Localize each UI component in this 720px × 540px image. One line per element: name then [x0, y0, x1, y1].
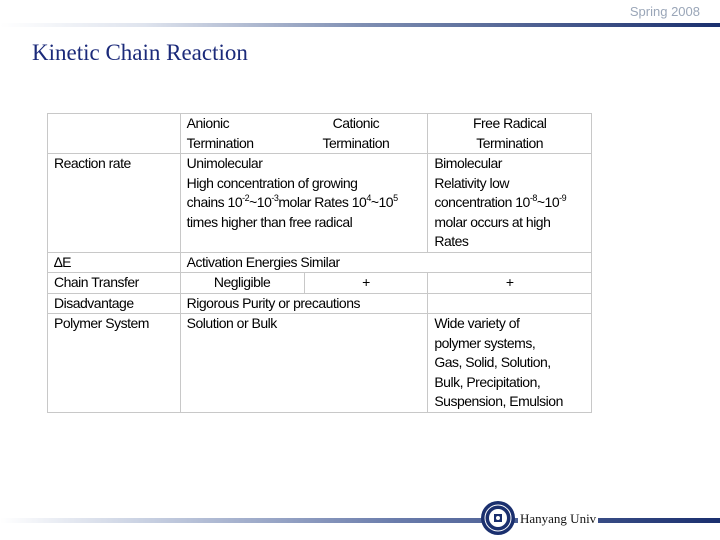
anionic-header: Anionic Termination — [187, 114, 254, 153]
comparison-table: Anionic Termination Cationic Termination… — [47, 113, 593, 413]
chain-transfer-cationic: + — [303, 272, 429, 294]
polymer-system-free-radical: Wide variety of polymer systems, Gas, So… — [427, 313, 592, 413]
reaction-rate-fr-line3: concentration 10-8~10-9 — [434, 193, 567, 211]
university-name: Hanyang Univ — [518, 511, 599, 527]
cationic-header-line2: Termination — [322, 134, 390, 151]
chain-transfer-free-radical: + — [427, 272, 592, 294]
cationic-header: Cationic Termination — [322, 114, 421, 153]
table-row-polymer-system: Polymer System Solution or Bulk Wide var… — [47, 313, 592, 413]
university-seal-icon — [481, 501, 515, 535]
cationic-header-line1: Cationic — [332, 115, 380, 131]
header-date: Spring 2008 — [629, 4, 700, 19]
free-radical-header-line1: Free Radical — [472, 115, 547, 131]
table-header-row: Anionic Termination Cationic Termination… — [47, 113, 592, 154]
polymer-fr-line4: Bulk, Precipitation, — [434, 373, 541, 390]
reaction-rate-ionic-line4: times higher than free radical — [186, 213, 353, 230]
free-radical-header: Free Radical Termination — [427, 113, 592, 154]
reaction-rate-ionic-line1: Unimolecular — [186, 155, 263, 171]
row-label-chain-transfer: Chain Transfer — [47, 272, 181, 294]
reaction-rate-ionic: Unimolecular High concentration of growi… — [179, 153, 429, 253]
reaction-rate-ionic-line2: High concentration of growing — [186, 174, 358, 191]
polymer-fr-line3: Gas, Solid, Solution, — [434, 354, 551, 370]
polymer-fr-line1: Wide variety of — [434, 315, 520, 331]
bottom-divider — [0, 518, 720, 523]
disadvantage-free-radical — [427, 292, 592, 314]
reaction-rate-free-radical: Bimolecular Relativity low concentration… — [427, 153, 592, 253]
empty-header-cell — [47, 113, 181, 154]
table-row-reaction-rate: Reaction rate Unimolecular High concentr… — [47, 153, 592, 253]
reaction-rate-fr-line5: Rates — [434, 233, 469, 249]
polymer-system-ionic: Solution or Bulk — [179, 313, 429, 413]
reaction-rate-ionic-line3: chains 10-2~10-3molar Rates 104~105 — [186, 193, 398, 211]
ionic-header-cell: Anionic Termination Cationic Termination — [179, 113, 429, 154]
table-row-chain-transfer: Chain Transfer Negligible + + — [47, 272, 592, 294]
slide-title: Kinetic Chain Reaction — [32, 40, 248, 65]
free-radical-header-line2: Termination — [476, 134, 544, 151]
delta-e-value: Activation Energies Similar — [179, 251, 593, 273]
row-label-polymer-system: Polymer System — [47, 313, 181, 413]
table-row-disadvantage: Disadvantage Rigorous Purity or precauti… — [47, 292, 592, 314]
anionic-header-line2: Termination — [186, 134, 254, 151]
reaction-rate-fr-line2: Relativity low — [434, 174, 510, 191]
row-label-disadvantage: Disadvantage — [47, 292, 181, 314]
anionic-header-line1: Anionic — [186, 115, 230, 131]
chain-transfer-anionic: Negligible — [179, 272, 305, 294]
row-label-reaction-rate: Reaction rate — [47, 153, 181, 253]
table-row-delta-e: ∆E Activation Energies Similar — [47, 251, 593, 273]
disadvantage-value: Rigorous Purity or precautions — [179, 292, 429, 314]
polymer-fr-line2: polymer systems, — [434, 334, 536, 351]
row-label-delta-e: ∆E — [47, 251, 181, 273]
reaction-rate-fr-line4: molar occurs at high — [434, 213, 551, 230]
reaction-rate-fr-line1: Bimolecular — [434, 155, 502, 171]
polymer-fr-line5: Suspension, Emulsion — [434, 393, 563, 409]
top-divider — [0, 23, 720, 27]
